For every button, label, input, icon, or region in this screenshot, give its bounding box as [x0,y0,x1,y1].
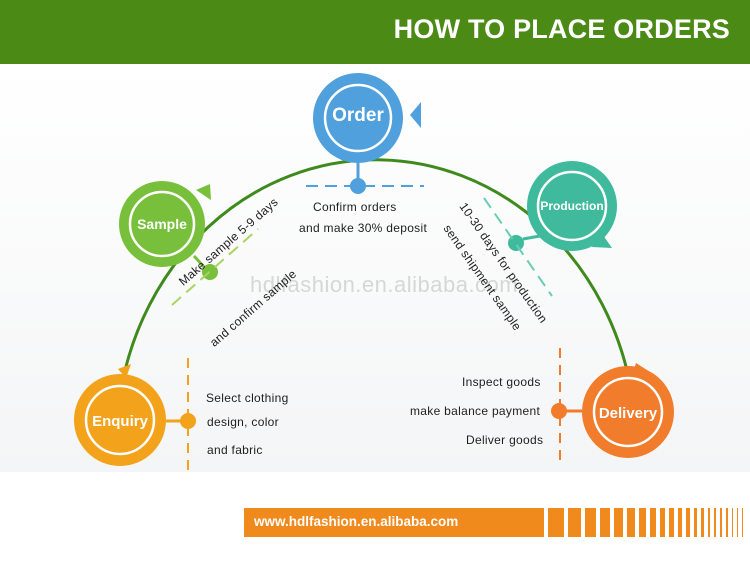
delivery-label: Delivery [598,405,658,422]
footer-stripe [600,508,610,537]
footer-stripe [639,508,646,537]
footer-stripe [585,508,596,537]
footer-stripe [726,508,728,537]
delivery-desc-line-1: Inspect goods [462,375,541,389]
footer-stripe [669,508,674,537]
order-desc-line-2: and make 30% deposit [299,221,428,235]
delivery-desc-line-3: Deliver goods [466,433,544,447]
footer-stripe [701,508,704,537]
footer-stripe [694,508,697,537]
delivery-node [551,348,674,466]
watermark-text: hdlfashion.en.alibaba.com [250,272,519,297]
page-title: HOW TO PLACE ORDERS [393,14,730,44]
footer-stripe [686,508,690,537]
sample-label: Sample [137,216,187,232]
production-node [483,161,617,297]
footer-stripe [732,508,733,537]
enquiry-label: Enquiry [92,413,148,430]
footer-stripe [678,508,682,537]
footer-stripe [650,508,656,537]
order-node [306,73,424,194]
footer-stripe [742,508,743,537]
footer-url-banner: www.hdlfashion.en.alibaba.com [244,508,544,537]
footer-stripe [568,508,581,537]
footer-stripe [627,508,635,537]
enquiry-desc-line-3: and fabric [207,443,263,457]
delivery-desc-line-2: make balance payment [410,404,541,418]
footer-stripe [660,508,665,537]
enquiry-desc-line-2: design, color [207,415,279,429]
footer-stripe [720,508,722,537]
header-bar: HOW TO PLACE ORDERS [0,0,750,64]
footer-stripe [708,508,710,537]
footer-stripe [737,508,738,537]
footer-stripe [548,508,564,537]
order-label: Order [332,105,384,126]
order-desc-line-1: Confirm orders [313,200,397,214]
enquiry-desc-line-1: Select clothing [206,391,289,405]
footer-stripe [714,508,716,537]
sample-node [119,181,259,306]
footer-stripe [614,508,623,537]
production-label: Production [540,199,604,213]
footer-url: www.hdlfashion.en.alibaba.com [254,514,459,529]
process-arc [118,158,634,396]
enquiry-node [74,358,196,476]
